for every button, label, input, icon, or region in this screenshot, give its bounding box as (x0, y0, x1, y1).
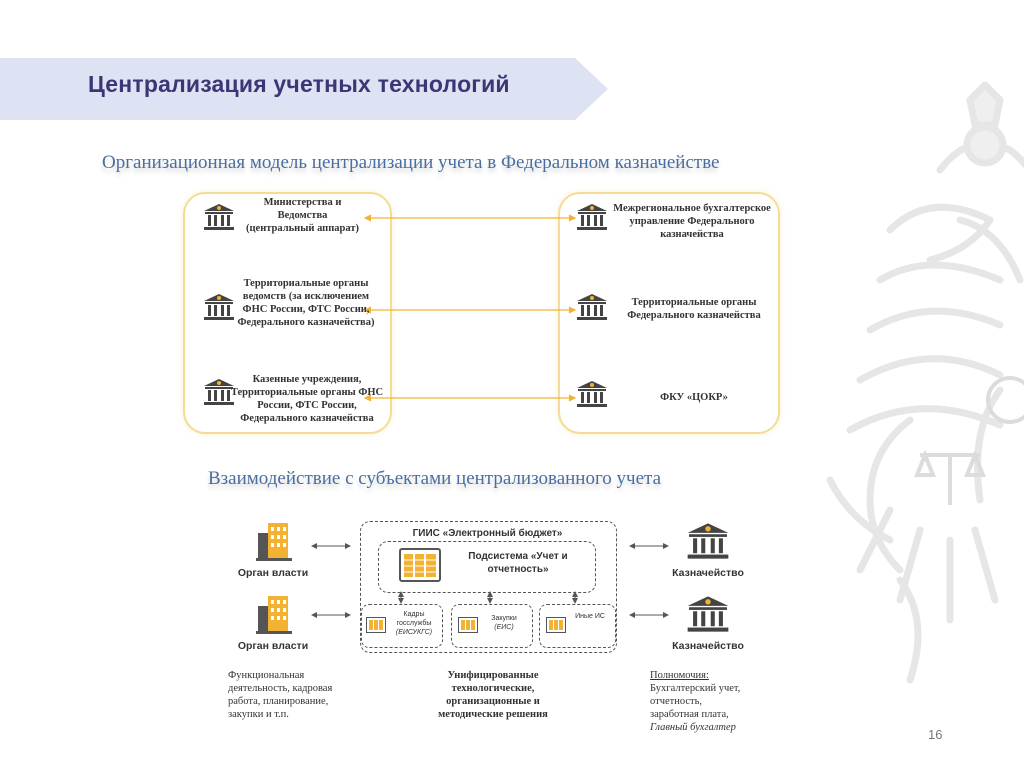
institution-icon (204, 379, 234, 405)
module-box-hr (361, 604, 443, 648)
left-entity-3: Казенные учреждения, Территориальные орг… (230, 374, 384, 424)
treasury-label-1: Казначейство (672, 567, 744, 579)
treasury-label-2: Казначейство (672, 640, 744, 652)
giis-container (360, 521, 617, 653)
interaction-arrows (311, 543, 669, 618)
module-hr-label: Кадры госслужбы (ЕИСУКГС) (395, 611, 433, 636)
org-model-subtitle: Организационная модель централизации уче… (102, 152, 720, 173)
coat-of-arms-watermark (826, 81, 1024, 684)
authority-label-1: Орган власти (237, 567, 309, 579)
module-other-label: Иные ИС (575, 613, 605, 620)
org-model-arrows (363, 214, 577, 402)
institution-icon (204, 204, 234, 230)
treasury-building-icon (687, 596, 729, 632)
module-box-procurement (451, 604, 533, 648)
powers-line: заработная плата, (650, 709, 729, 720)
module-icon (458, 617, 478, 633)
page-number: 16 (928, 727, 943, 742)
treasury-building-icon (687, 523, 729, 559)
subsystem-label: Подсистема «Учет и отчетность» (468, 551, 568, 575)
authority-label-2: Орган власти (237, 640, 309, 652)
powers-heading: Полномочия: (650, 670, 709, 681)
powers-line: Главный бухгалтер (650, 722, 736, 733)
left-caption: Функциональная деятельность, кадровая ра… (228, 670, 333, 720)
giis-title: ГИИС «Электронный бюджет» (412, 528, 563, 539)
powers-line: Бухгалтерский учет, (650, 683, 741, 694)
institution-icon (577, 381, 607, 407)
computer-icon (399, 548, 441, 582)
powers-line: отчетность, (650, 696, 703, 707)
left-entity-2: Территориальные органы ведомств (за искл… (237, 278, 375, 328)
office-building-icon (256, 596, 292, 634)
module-icon (366, 617, 386, 633)
institution-icon (204, 294, 234, 320)
title-banner (0, 58, 608, 120)
left-entity-1: Министерства и Ведомства (центральный ап… (245, 197, 360, 234)
module-icon (546, 617, 566, 633)
right-entity-2: Территориальные органы Федерального казн… (627, 297, 761, 321)
module-procurement-label: Закупки (ЕИС) (491, 615, 517, 631)
institution-icon (577, 294, 607, 320)
interaction-subtitle: Взаимодействие с субъектами централизова… (208, 468, 662, 489)
institution-icon (577, 204, 607, 230)
center-caption: Унифицированные технологические, организ… (438, 670, 548, 720)
right-entity-1: Межрегиональное бухгалтерское управление… (613, 203, 771, 240)
slide-title: Централизация учетных технологий (88, 71, 510, 97)
module-box-other (539, 604, 616, 648)
ministries-panel (183, 192, 392, 434)
right-caption: Полномочия: Бухгалтерский учет, отчетнос… (650, 669, 790, 734)
right-entity-3: ФКУ «ЦОКР» (660, 392, 728, 403)
office-building-icon (256, 523, 292, 561)
